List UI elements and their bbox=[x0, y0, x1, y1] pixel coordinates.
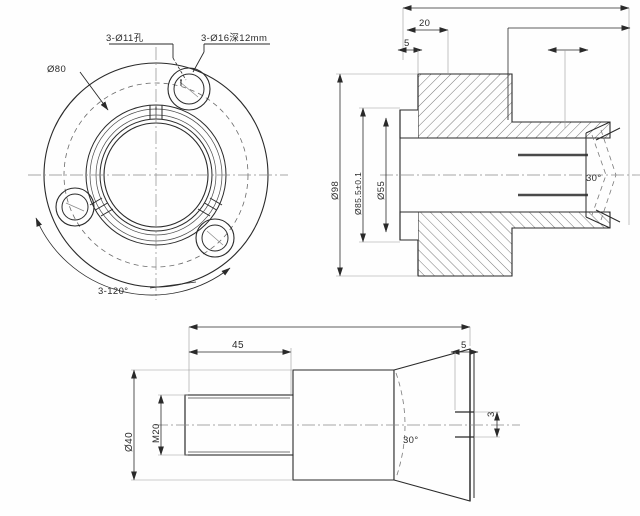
label-shaft-diameter: Ø40 bbox=[124, 432, 135, 452]
label-counterbores: 3-Ø16深12mm bbox=[201, 33, 267, 44]
dim-bolt-circle bbox=[359, 107, 400, 243]
dim-20 bbox=[406, 27, 449, 74]
side-profile-view: 45 5 3 Ø40 M20 30° bbox=[124, 324, 520, 502]
dim-thread bbox=[158, 394, 188, 456]
cross-section-view: Ø98 Ø85.5±0.1 Ø55 20 5 bbox=[330, 5, 640, 277]
dim-flange-od bbox=[336, 73, 418, 277]
label-bolt-circle: Ø85.5±0.1 bbox=[353, 172, 363, 215]
dim-45 bbox=[188, 348, 292, 395]
leader-bolt-holes bbox=[109, 43, 187, 81]
label-taper-angle-section: 30° bbox=[586, 173, 602, 184]
front-flange-view: 3-Ø11孔 3-Ø16深12mm Ø80 3-120° bbox=[28, 33, 288, 300]
leader-counterbores bbox=[192, 43, 270, 73]
dim-shaft-diameter bbox=[131, 369, 293, 481]
label-outer-diameter: Ø80 bbox=[47, 64, 66, 75]
counterbore-top bbox=[167, 67, 211, 111]
cone-dashed-arc bbox=[395, 372, 406, 479]
label-dim-5-profile: 5 bbox=[461, 340, 467, 351]
leader-outer-diameter bbox=[79, 71, 109, 111]
dim-3 bbox=[474, 411, 500, 438]
dim-right-inner bbox=[507, 25, 631, 128]
label-bore: Ø55 bbox=[376, 181, 387, 200]
label-dim-45: 45 bbox=[232, 340, 244, 351]
label-thread: M20 bbox=[151, 423, 162, 443]
bolt-hole-top bbox=[173, 73, 205, 105]
label-dim-5-section: 5 bbox=[404, 38, 410, 49]
label-dim-3: 3 bbox=[486, 411, 497, 417]
dim-5-section bbox=[397, 47, 423, 74]
label-taper-angle-profile: 30° bbox=[403, 435, 419, 446]
dim-profile-overall bbox=[188, 324, 471, 392]
angular-dimension bbox=[35, 217, 231, 296]
label-flange-od: Ø98 bbox=[330, 181, 341, 200]
section-bore-outline bbox=[399, 110, 610, 240]
label-bolt-holes: 3-Ø11孔 bbox=[106, 33, 144, 44]
collet-slots bbox=[518, 153, 588, 197]
dim-5-profile bbox=[450, 349, 479, 410]
label-dim-20: 20 bbox=[419, 18, 430, 29]
collet-groove bbox=[455, 411, 474, 438]
label-angular-spacing: 3-120° bbox=[98, 286, 129, 297]
